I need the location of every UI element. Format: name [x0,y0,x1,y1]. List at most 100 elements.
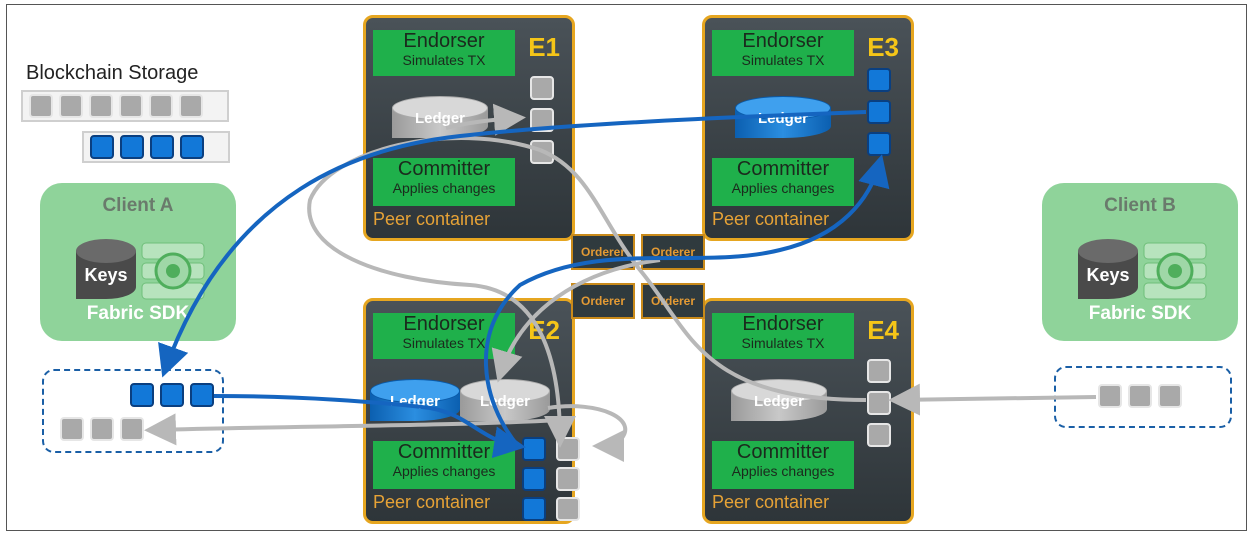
container-label: Peer container [373,492,491,512]
endorser-box: Endorser Simulates TX [373,30,515,76]
peer-e4: Endorser Simulates TX E4 Ledger Committe… [702,298,914,524]
committer-label: Committer [397,158,491,180]
peer-id: E2 [528,315,560,345]
client-title: Client B [1104,195,1176,216]
client-a: Client A Keys Fabric SDK [40,183,236,341]
block-blue [867,68,891,92]
committer-label: Committer [736,158,830,180]
storage-strip-grey [21,90,229,122]
block-grey [556,437,580,461]
block-grey [119,94,143,118]
block-blue [160,383,184,407]
committer-sub: Applies changes [392,463,496,479]
block-grey [179,94,203,118]
block-blue [130,383,154,407]
client-a-queue [42,369,224,453]
block-blue [867,132,891,156]
endorser-label: Endorser [742,313,824,335]
keys-label: Keys [1086,265,1130,285]
ledger-icon-grey: Ledger [460,379,550,425]
committer-sub: Applies changes [731,463,835,479]
peer-id: E1 [528,32,560,62]
block-blue [120,135,144,159]
block-blue [522,467,546,491]
container-label: Peer container [373,209,491,229]
orderer-node: Orderer [571,234,635,270]
ledger-label: Ledger [479,393,530,410]
block-grey [530,76,554,100]
orderer-node: Orderer [571,283,635,319]
block-grey [1098,384,1122,408]
endorser-sub: Simulates TX [402,335,486,351]
ledger-icon-blue: Ledger [370,379,460,425]
endorser-label: Endorser [403,30,485,52]
block-grey [867,359,891,383]
endorser-box: Endorser Simulates TX [712,30,854,76]
block-grey [1158,384,1182,408]
ledger-label: Ledger [414,110,465,127]
block-grey [530,108,554,132]
diagram-frame [6,4,1247,531]
block-grey [1128,384,1152,408]
committer-box: Committer Applies changes [712,441,854,489]
endorser-sub: Simulates TX [741,335,825,351]
peer-id: E3 [867,32,899,62]
orderer-node: Orderer [641,283,705,319]
endorser-sub: Simulates TX [402,52,486,68]
peer-id: E4 [867,315,899,345]
storage-strip-blue [82,131,230,163]
client-title: Client A [102,195,174,216]
ledger-label: Ledger [389,393,440,410]
peer-e1: Endorser Simulates TX E1 Ledger Committe… [363,15,575,241]
server-gear-icon [140,239,206,303]
block-blue [150,135,174,159]
block-grey [530,140,554,164]
block-grey [867,391,891,415]
block-grey [556,467,580,491]
block-blue [180,135,204,159]
block-grey [90,417,114,441]
client-b: Client B Keys Fabric SDK [1042,183,1238,341]
endorser-label: Endorser [742,30,824,52]
block-blue [522,497,546,521]
peer-e2: Endorser Simulates TX E2 Ledger Ledger C… [363,298,580,524]
block-grey [29,94,53,118]
block-grey [867,423,891,447]
block-blue [190,383,214,407]
server-gear-icon [1142,239,1208,303]
block-blue [90,135,114,159]
block-grey [149,94,173,118]
block-blue [522,437,546,461]
ledger-icon: Ledger [731,379,827,425]
committer-box: Committer Applies changes [373,158,515,206]
storage-label: Blockchain Storage [26,62,199,84]
block-grey [60,417,84,441]
container-label: Peer container [712,209,830,229]
client-b-queue [1054,366,1232,428]
endorser-label: Endorser [403,313,485,335]
container-label: Peer container [712,492,830,512]
endorser-box: Endorser Simulates TX [712,313,854,359]
block-grey [89,94,113,118]
endorser-sub: Simulates TX [741,52,825,68]
sdk-label: Fabric SDK [1088,303,1192,324]
keys-database-icon: Keys [76,239,136,303]
ledger-label: Ledger [753,393,804,410]
block-blue [867,100,891,124]
committer-sub: Applies changes [392,180,496,196]
ledger-label: Ledger [757,110,808,127]
sdk-label: Fabric SDK [86,303,190,324]
block-grey [120,417,144,441]
committer-label: Committer [736,441,830,463]
committer-box: Committer Applies changes [373,441,515,489]
peer-e3: Endorser Simulates TX E3 Ledger Committe… [702,15,914,241]
committer-box: Committer Applies changes [712,158,854,206]
endorser-box: Endorser Simulates TX [373,313,515,359]
keys-label: Keys [84,265,128,285]
committer-sub: Applies changes [731,180,835,196]
ledger-icon: Ledger [392,96,488,142]
committer-label: Committer [397,441,491,463]
block-grey [556,497,580,521]
block-grey [59,94,83,118]
